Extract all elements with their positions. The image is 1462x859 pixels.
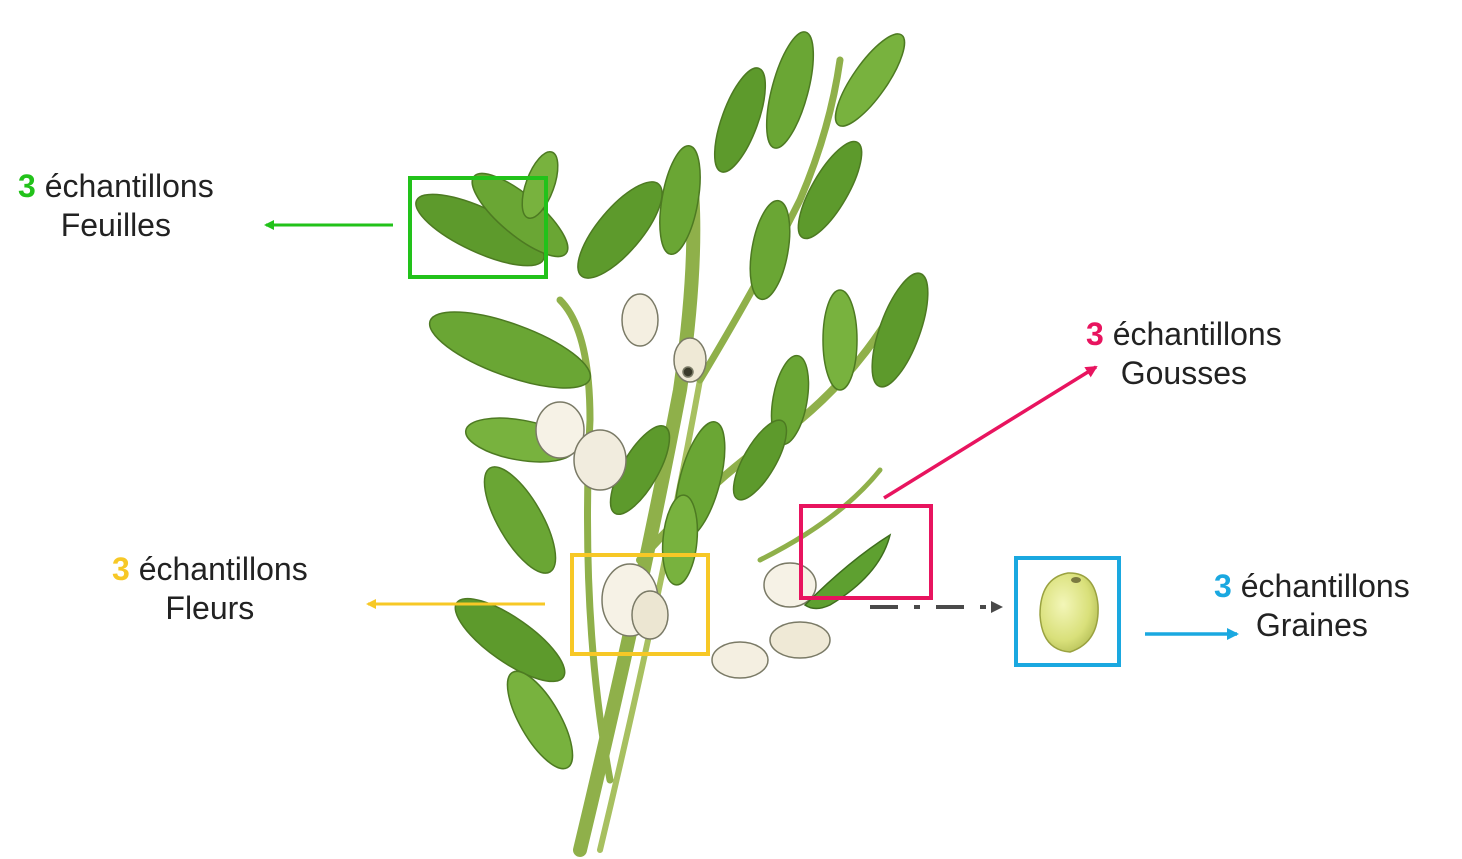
gousses-name: Gousses xyxy=(1086,354,1282,393)
gousses-count: 3 xyxy=(1086,316,1104,352)
gousses-arrow xyxy=(884,367,1096,498)
feuilles-label: 3 échantillons Feuilles xyxy=(18,167,214,245)
graines-count: 3 xyxy=(1214,568,1232,604)
gousses-word: échantillons xyxy=(1113,316,1282,352)
graines-name: Graines xyxy=(1214,606,1410,645)
fleurs-label: 3 échantillons Fleurs xyxy=(112,550,308,628)
gousses-label: 3 échantillons Gousses xyxy=(1086,315,1282,393)
feuilles-word: échantillons xyxy=(45,168,214,204)
seed-image xyxy=(1040,573,1098,652)
feuilles-count: 3 xyxy=(18,168,36,204)
graines-label: 3 échantillons Graines xyxy=(1214,567,1410,645)
graines-word: échantillons xyxy=(1241,568,1410,604)
fleurs-word: échantillons xyxy=(139,551,308,587)
fleurs-name: Fleurs xyxy=(112,589,308,628)
fleurs-count: 3 xyxy=(112,551,130,587)
feuilles-name: Feuilles xyxy=(18,206,214,245)
